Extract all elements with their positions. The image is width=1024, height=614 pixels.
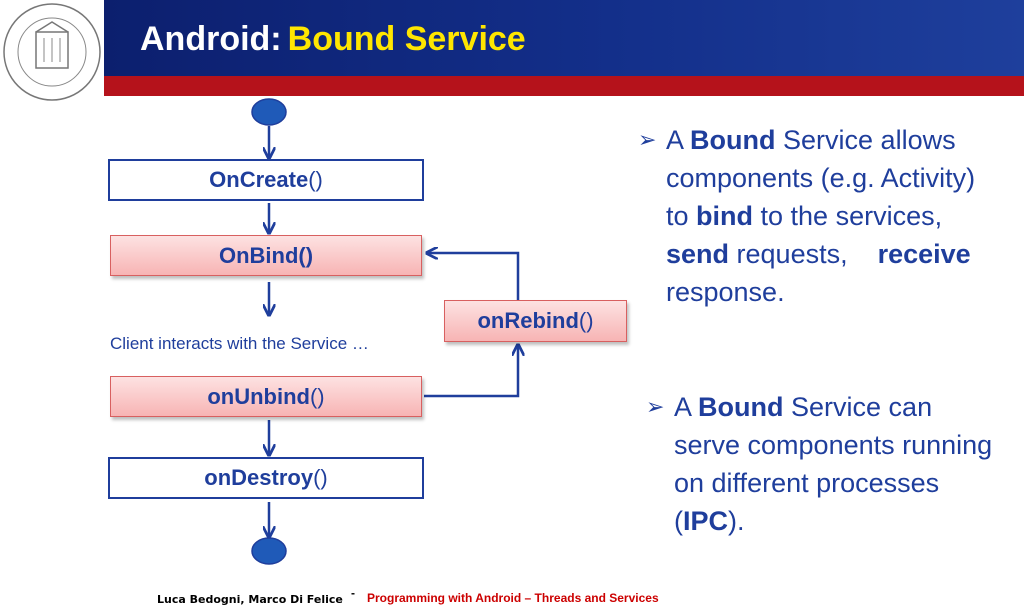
bullet-2-bold-2: IPC	[683, 506, 729, 536]
onrebind-name: onRebind	[477, 308, 579, 333]
arrow-bullet-icon: ➢	[638, 127, 657, 152]
onrebind-box: onRebind()	[444, 300, 627, 342]
bullet-2: ➢ A Bound Service can serve components r…	[646, 388, 1004, 540]
ondestroy-name: onDestroy	[204, 465, 314, 490]
title-underline-bar	[104, 76, 1024, 96]
bullet-1-text-3: to the services,	[753, 201, 943, 231]
onunbind-suffix: ()	[309, 383, 325, 409]
onunbind-name: onUnbind	[207, 383, 310, 409]
start-node	[251, 98, 287, 126]
arrow-onrebind-onbind	[428, 253, 520, 300]
slide-title: Android:Bound Service	[140, 20, 526, 59]
footer-course: Programming with Android – Threads and S…	[367, 591, 659, 605]
client-interaction-label: Client interacts with the Service …	[110, 334, 369, 353]
onunbind-box: onUnbind()	[110, 376, 422, 417]
bullet-2-text-2: Service can serve components running on …	[674, 392, 993, 536]
onrebind-suffix: ()	[578, 308, 594, 333]
bullet-1-text-2: Service allows components (e.g. Activity…	[666, 125, 976, 231]
title-bar	[104, 0, 1024, 76]
oncreate-suffix: ()	[308, 167, 323, 192]
bullet-1: ➢ A Bound Service allows components (e.g…	[638, 121, 996, 311]
bullet-1-bold-4: receive	[877, 239, 971, 269]
university-seal-icon	[3, 3, 101, 101]
bullet-1-bold-3: send	[666, 239, 730, 269]
footer-separator: -	[351, 586, 355, 600]
oncreate-box: OnCreate()	[108, 159, 424, 201]
title-accent: Bound Service	[287, 20, 526, 58]
title-main: Android:	[140, 20, 282, 58]
onbind-box: OnBind()	[110, 235, 422, 276]
arrow-bullet-icon: ➢	[646, 394, 665, 419]
ondestroy-box: onDestroy()	[108, 457, 424, 499]
bullet-1-bold-2: bind	[696, 201, 754, 231]
bullet-1-text-5: response.	[666, 277, 785, 307]
arrow-onunbind-onrebind	[424, 346, 518, 398]
bullet-2-text-1: A	[674, 392, 699, 422]
bullet-2-text-3: ).	[728, 506, 745, 536]
bullet-2-bold-1: Bound	[698, 392, 784, 422]
oncreate-name: OnCreate	[209, 167, 309, 192]
ondestroy-suffix: ()	[313, 465, 328, 490]
bullet-1-bold-1: Bound	[690, 125, 776, 155]
footer-authors: Luca Bedogni, Marco Di Felice	[157, 593, 343, 606]
onbind-name: OnBind()	[218, 242, 314, 268]
bullet-1-text-1: A	[666, 125, 691, 155]
bullet-1-text-4: requests,	[729, 239, 878, 269]
end-node	[251, 537, 287, 565]
